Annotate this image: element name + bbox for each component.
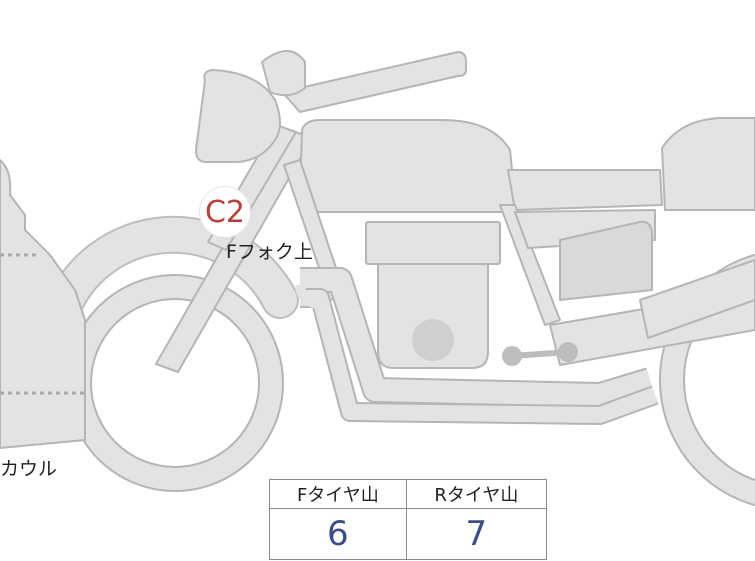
frame-rear-rail bbox=[499, 204, 561, 326]
rear-tire-header: Rタイヤ山 bbox=[405, 479, 548, 509]
front-tire-value[interactable]: 6 bbox=[269, 508, 407, 560]
marker-code: C2 bbox=[204, 194, 246, 230]
front-cowl bbox=[0, 159, 86, 449]
seat bbox=[507, 169, 663, 211]
tire-tread-table: Fタイヤ山 Rタイヤ山 6 7 bbox=[269, 479, 548, 560]
marker-label: Fフォク上 bbox=[226, 241, 313, 263]
engine-top bbox=[365, 221, 501, 265]
engine-body bbox=[377, 263, 489, 369]
rear-tire-value[interactable]: 7 bbox=[405, 508, 548, 560]
engine-cover bbox=[412, 319, 454, 361]
handlebar bbox=[281, 51, 467, 113]
headlight bbox=[195, 69, 281, 163]
foot-peg bbox=[502, 342, 578, 366]
front-tire-header: Fタイヤ山 bbox=[269, 479, 407, 509]
cowl-label: カウル bbox=[0, 458, 58, 480]
c2-marker[interactable]: C2 bbox=[199, 186, 251, 238]
fuel-tank bbox=[299, 119, 516, 213]
headlight-bracket bbox=[261, 50, 306, 97]
